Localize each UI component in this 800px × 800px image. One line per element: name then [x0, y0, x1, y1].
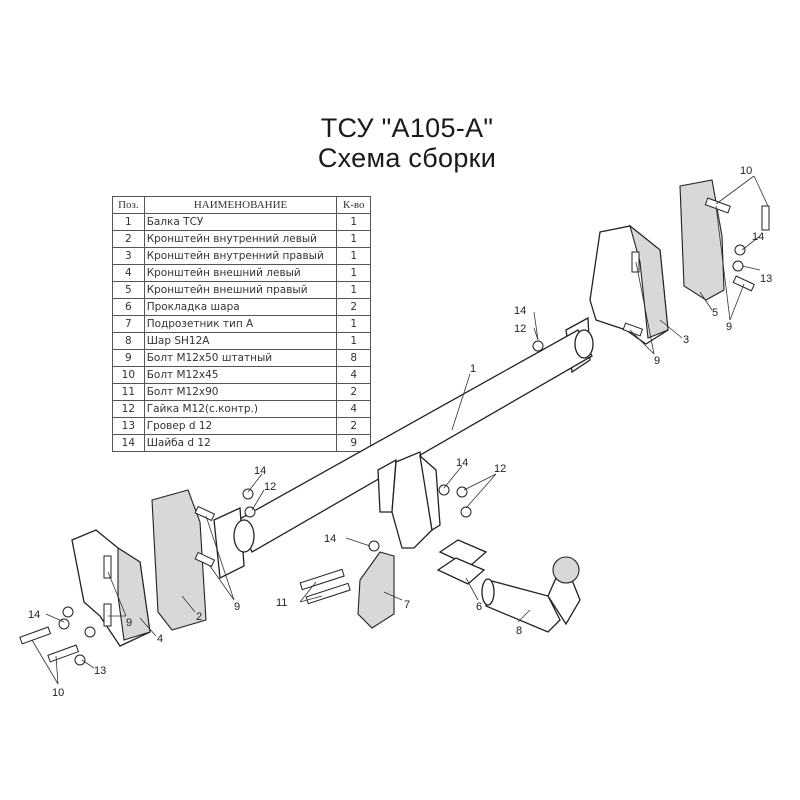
cell-qty: 1 [336, 281, 371, 299]
callout-12-center: 12 [494, 463, 506, 475]
callout-1: 1 [470, 363, 476, 375]
callout-6: 6 [476, 601, 482, 613]
cell-name: Шайба d 12 [143, 434, 338, 452]
callout-8: 8 [516, 625, 522, 637]
beam-part [213, 316, 594, 580]
callout-14-bolt: 14 [324, 533, 336, 545]
cell-name: Кронштейн внешний правый [143, 281, 338, 299]
callout-12-left: 12 [264, 481, 276, 493]
header-pos: Поз. [112, 196, 145, 214]
callout-4: 4 [157, 633, 163, 645]
drawing-title: ТСУ "А105-А" [320, 113, 494, 143]
cell-name: Болт М12х50 штатный [143, 349, 338, 367]
callout-9-right: 9 [726, 321, 732, 333]
parts-table-header: Поз. НАИМЕНОВАНИЕ К-во [112, 196, 371, 214]
outer-left-bracket-face [117, 546, 151, 641]
cell-pos: 11 [112, 383, 145, 401]
callout-labels: 1 2 3 4 5 6 7 8 9 9 9 9 10 10 11 12 12 1… [28, 165, 772, 699]
cell-name: Кронштейн внешний левый [143, 264, 338, 282]
callout-9-left: 9 [234, 601, 240, 613]
tow-ball [481, 556, 581, 633]
cell-name: Кронштейн внутренний левый [143, 230, 338, 248]
socket-bracket [357, 551, 395, 629]
callout-2: 2 [196, 611, 202, 623]
header-name: НАИМЕНОВАНИЕ [143, 196, 338, 214]
drawing-subtitle: Схема сборки [317, 143, 497, 173]
callout-9-center: 9 [654, 355, 660, 367]
callout-7: 7 [404, 599, 410, 611]
cell-name: Болт М12х45 [143, 366, 338, 384]
callout-10-right: 10 [740, 165, 752, 177]
cell-name: Прокладка шара [143, 298, 338, 316]
callout-14-outer-left: 14 [28, 609, 40, 621]
ball-spacer-lower [436, 557, 486, 585]
callout-3: 3 [683, 334, 689, 346]
leader-lines [31, 175, 769, 685]
callout-13-left: 13 [94, 665, 106, 677]
callout-12-top: 12 [514, 323, 526, 335]
callout-14-top: 14 [514, 305, 526, 317]
callout-11: 11 [276, 597, 287, 609]
inner-left-bracket [151, 489, 207, 631]
callout-13-right: 13 [760, 273, 772, 285]
cell-qty: 4 [336, 366, 371, 384]
callout-5: 5 [712, 307, 718, 319]
callout-9-outer-left: 9 [126, 617, 132, 629]
callout-14-right: 14 [752, 231, 764, 243]
cell-qty: 9 [336, 434, 371, 452]
callout-10-left: 10 [52, 687, 64, 699]
callout-14-center: 14 [456, 457, 468, 469]
callout-14-left: 14 [254, 465, 266, 477]
outer-right-bracket [679, 179, 725, 301]
